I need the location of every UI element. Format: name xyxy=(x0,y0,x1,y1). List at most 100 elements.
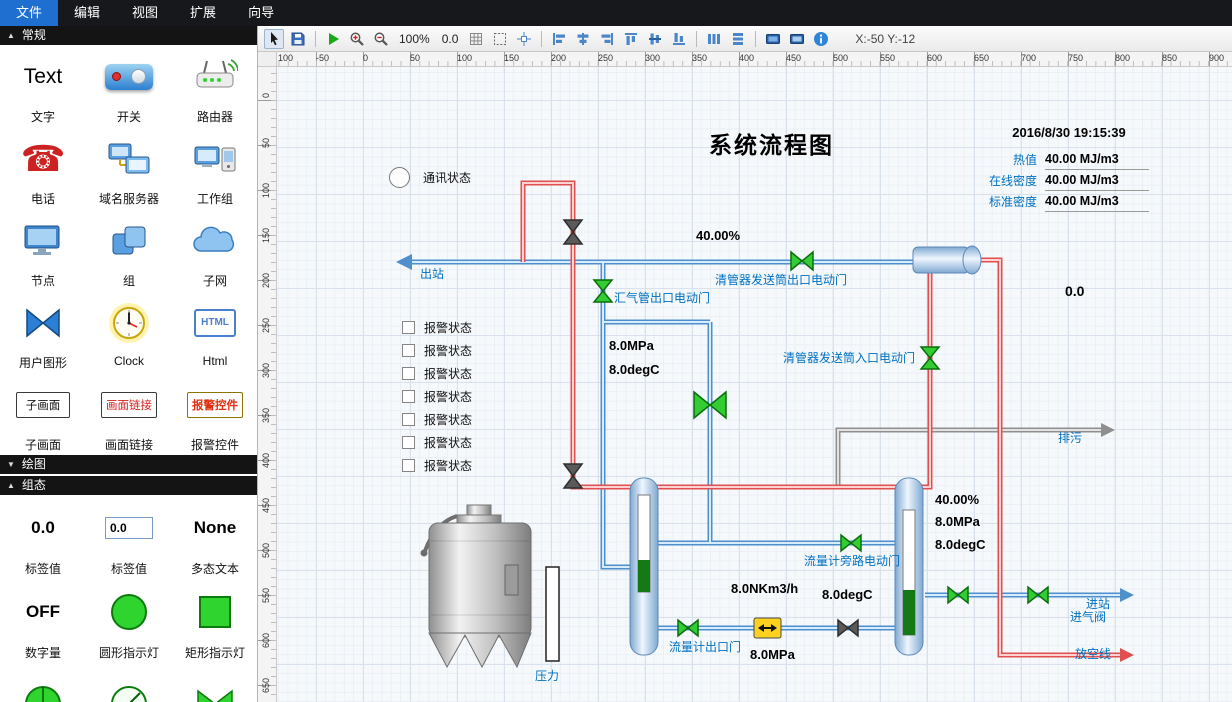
distribute-v-button[interactable] xyxy=(728,29,748,49)
rect-indicator-icon xyxy=(199,579,231,644)
alarm-status-checkbox[interactable] xyxy=(402,321,415,334)
storage-tank[interactable] xyxy=(420,504,532,669)
palette-item-alarm-control[interactable]: 报警控件 报警控件 xyxy=(172,373,257,455)
valve-dark-top[interactable] xyxy=(562,219,584,245)
palette-item-tag-value[interactable]: 0.0 标签值 xyxy=(0,495,86,579)
subnet-icon xyxy=(191,209,239,272)
alarm-status-checkbox[interactable] xyxy=(402,390,415,403)
snap-button[interactable] xyxy=(514,29,534,49)
section-header-drawing[interactable]: 绘图 xyxy=(0,455,257,474)
digital-value-icon: OFF xyxy=(26,579,60,644)
valve-dark-meter[interactable] xyxy=(837,618,859,638)
pressure-gauge-column[interactable] xyxy=(545,566,560,662)
palette-item-switch[interactable]: 开关 xyxy=(86,45,172,127)
alarm-status-checkbox[interactable] xyxy=(402,344,415,357)
alarm-status-checkbox[interactable] xyxy=(402,459,415,472)
menu-view[interactable]: 视图 xyxy=(132,5,159,20)
section-header-config[interactable]: 组态 xyxy=(0,476,257,495)
menu-file[interactable]: 文件 xyxy=(0,0,59,26)
align-right-button[interactable] xyxy=(597,29,617,49)
menu-extension[interactable]: 扩展 xyxy=(190,5,217,20)
align-middle-v-button[interactable] xyxy=(645,29,665,49)
alarm-status-row: 报警状态 xyxy=(402,434,472,451)
flow-meter[interactable] xyxy=(753,617,782,639)
comm-status-indicator[interactable] xyxy=(389,167,410,188)
reading-value: 40.00 MJ/m3 xyxy=(1045,191,1149,212)
marquee-select-button[interactable] xyxy=(490,29,510,49)
device-screen-icon[interactable] xyxy=(787,29,807,49)
alarm-status-label: 报警状态 xyxy=(424,459,473,473)
palette-item-user-shape[interactable]: 用户图形 xyxy=(0,291,86,373)
zoom-in-button[interactable] xyxy=(347,29,367,49)
toolbar-separator xyxy=(315,30,316,47)
palette-item-pie-indicator[interactable] xyxy=(0,663,86,702)
palette-item-multistate-text[interactable]: None 多态文本 xyxy=(172,495,257,579)
design-canvas[interactable]: 系统流程图 2016/8/30 19:15:39 热值 40.00 MJ/m3 … xyxy=(277,67,1232,702)
zoom-out-button[interactable] xyxy=(371,29,391,49)
valve-manifold-outlet[interactable] xyxy=(592,279,614,303)
valve-meter-bypass[interactable] xyxy=(840,533,862,553)
valve-inlet-2[interactable] xyxy=(1027,585,1049,605)
palette-item-rect-indicator[interactable]: 矩形指示灯 xyxy=(172,579,257,663)
grid-toggle-button[interactable] xyxy=(466,29,486,49)
palette-item-label: 电话 xyxy=(30,192,55,206)
palette-item-circle-indicator[interactable]: 圆形指示灯 xyxy=(86,579,172,663)
palette-item-html[interactable]: HTML Html xyxy=(172,291,257,373)
palette-item-phone[interactable]: ☎ 电话 xyxy=(0,127,86,209)
run-button[interactable] xyxy=(323,29,343,49)
value-tank-percent: 40.00% xyxy=(935,492,980,507)
palette-item-group[interactable]: 组 xyxy=(86,209,172,291)
align-center-h-button[interactable] xyxy=(573,29,593,49)
valve-inlet-1[interactable] xyxy=(947,585,969,605)
palette-item-screen-link[interactable]: 画面链接 画面链接 xyxy=(86,373,172,455)
save-button[interactable] xyxy=(288,29,308,49)
tank-left[interactable] xyxy=(629,477,659,656)
palette-item-node[interactable]: 节点 xyxy=(0,209,86,291)
zoom-level-display: 100% xyxy=(399,31,430,46)
align-left-button[interactable] xyxy=(549,29,569,49)
palette-item-clock[interactable]: Clock xyxy=(86,291,172,373)
info-button[interactable] xyxy=(811,29,831,49)
alarm-status-checkbox[interactable] xyxy=(402,367,415,380)
valve-main-large[interactable] xyxy=(693,390,727,420)
valve-pig-inlet[interactable] xyxy=(919,346,941,370)
tag-value-input-icon xyxy=(105,495,153,560)
tank-right[interactable] xyxy=(894,477,924,656)
collapse-icon xyxy=(7,455,15,474)
menu-wizard[interactable]: 向导 xyxy=(248,5,275,20)
palette-item-subnet[interactable]: 子网 xyxy=(172,209,257,291)
palette-item-valve-shape[interactable] xyxy=(172,663,257,702)
device-screen-icon[interactable] xyxy=(763,29,783,49)
cursor-tool-button[interactable] xyxy=(264,28,284,49)
alarm-status-checkbox[interactable] xyxy=(402,413,415,426)
tag-value-input[interactable] xyxy=(105,516,153,539)
valve-pig-outlet[interactable] xyxy=(790,250,814,272)
alarm-status-row: 报警状态 xyxy=(402,411,472,428)
menu-edit[interactable]: 编辑 xyxy=(74,5,101,20)
label-pig-inlet-valve: 清管器发送筒入口电动门 xyxy=(783,351,916,365)
ruler-number: 300 xyxy=(645,53,661,63)
section-header-general[interactable]: 常规 xyxy=(0,26,257,45)
palette-item-digital-value[interactable]: OFF 数字量 xyxy=(0,579,86,663)
alarm-status-checkbox[interactable] xyxy=(402,436,415,449)
palette-item-dns-server[interactable]: 域名服务器 xyxy=(86,127,172,209)
pig-launcher-vessel[interactable] xyxy=(912,245,982,275)
ruler-number: 750 xyxy=(1068,53,1084,63)
palette-item-label: 子画面 xyxy=(24,438,61,452)
distribute-h-button[interactable] xyxy=(704,29,724,49)
ruler-number: 50 xyxy=(261,138,271,149)
align-top-button[interactable] xyxy=(621,29,641,49)
palette-item-text[interactable]: Text 文字 xyxy=(0,45,86,127)
align-bottom-button[interactable] xyxy=(669,29,689,49)
palette-sidebar: 常规 Text 文字 开关 xyxy=(0,26,258,702)
ruler-number: 150 xyxy=(261,228,271,244)
valve-meter-outlet[interactable] xyxy=(677,618,699,638)
valve-dark-lower[interactable] xyxy=(562,463,584,489)
palette-item-subscreen[interactable]: 子画面 子画面 xyxy=(0,373,86,455)
palette-item-dial-indicator[interactable] xyxy=(86,663,172,702)
palette-item-tag-value-input[interactable]: 标签值 xyxy=(86,495,172,579)
palette-item-workgroup[interactable]: 工作组 xyxy=(172,127,257,209)
palette-item-router[interactable]: 路由器 xyxy=(172,45,257,127)
user-shape-icon xyxy=(23,291,63,354)
